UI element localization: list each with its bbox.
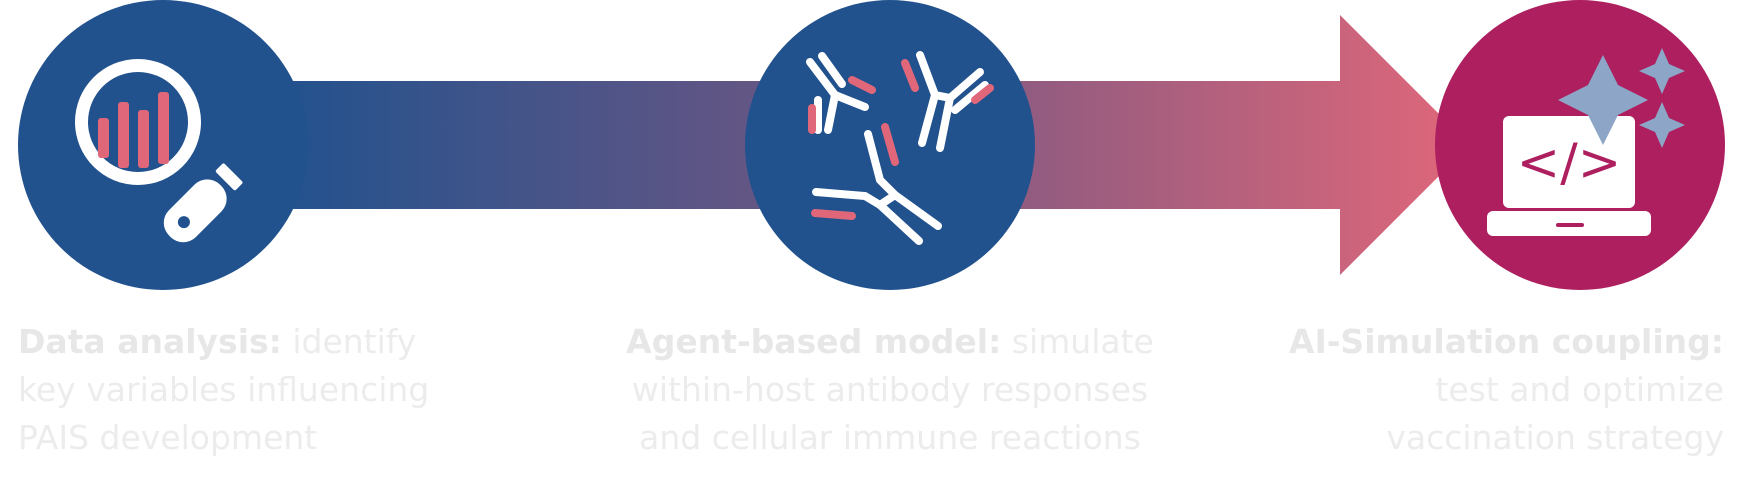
- step-2-line: and cellular immune reactions: [639, 418, 1141, 457]
- sparkle-small-icon: [1639, 48, 1685, 94]
- laptop-code-sparkle-icon: </>: [1487, 48, 1685, 236]
- step-3-line: vaccination strategy: [1386, 418, 1724, 457]
- step-2-line: simulate: [1001, 322, 1154, 361]
- step-1-caption: Data analysis: identify key variables in…: [18, 318, 478, 462]
- step-1-line: PAIS development: [18, 418, 318, 457]
- step-3-line: test and optimize: [1435, 370, 1724, 409]
- sparkle-large-icon: [1558, 55, 1648, 145]
- step-2-title: Agent-based model:: [626, 322, 1002, 361]
- step-2-line: within-host antibody responses: [631, 370, 1149, 409]
- antibodies-icon: [806, 51, 994, 245]
- code-glyph: </>: [1517, 133, 1622, 193]
- step-1-line: identify: [281, 322, 417, 361]
- magnifier-bar-chart-icon: [75, 59, 243, 243]
- step-1-title: Data analysis:: [18, 322, 282, 361]
- step-3-caption: AI-Simulation coupling: test and optimiz…: [1240, 318, 1724, 462]
- step-1-line: key variables influencing: [18, 370, 430, 409]
- step-2-caption: Agent-based model: simulate within-host …: [600, 318, 1180, 462]
- sparkle-small-icon: [1639, 102, 1685, 148]
- workflow-diagram: </>: [18, 0, 1725, 290]
- step-3-title: AI-Simulation coupling:: [1288, 322, 1724, 361]
